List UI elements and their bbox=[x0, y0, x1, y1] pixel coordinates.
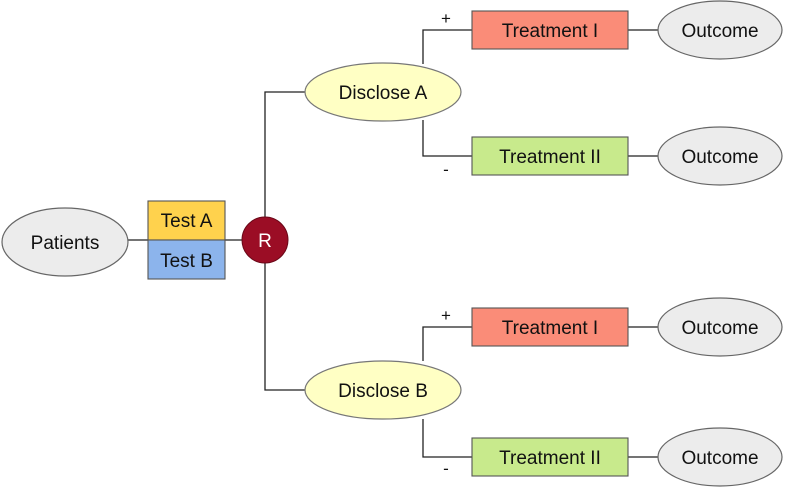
edge-disclose-a-minus bbox=[422, 120, 472, 157]
disclose-a-node: Disclose A bbox=[304, 62, 462, 122]
outcome-a-plus-node: Outcome bbox=[657, 0, 783, 60]
edge-disclose-b-plus bbox=[422, 326, 472, 361]
test-a-label: Test A bbox=[161, 211, 213, 232]
treatment-ii-a-label: Treatment II bbox=[499, 147, 601, 168]
test-b-node: Test B bbox=[147, 239, 226, 280]
treatment-i-b-node: Treatment I bbox=[471, 307, 629, 347]
treatment-i-b-label: Treatment I bbox=[502, 318, 598, 339]
outcome-a-minus-label: Outcome bbox=[681, 147, 758, 168]
patients-label: Patients bbox=[31, 233, 100, 254]
treatment-i-a-node: Treatment I bbox=[471, 10, 629, 50]
randomize-label: R bbox=[258, 231, 272, 252]
sign-a-plus: + bbox=[441, 9, 451, 28]
connectors bbox=[128, 29, 658, 458]
outcome-b-plus-node: Outcome bbox=[657, 297, 783, 357]
disclose-a-label: Disclose A bbox=[339, 83, 428, 104]
outcome-b-minus-label: Outcome bbox=[681, 448, 758, 469]
edge-r-disclose-b bbox=[264, 263, 307, 391]
test-a-node: Test A bbox=[147, 200, 226, 241]
disclose-b-label: Disclose B bbox=[338, 381, 428, 402]
outcome-b-plus-label: Outcome bbox=[681, 318, 758, 339]
disclose-b-node: Disclose B bbox=[304, 360, 462, 420]
randomize-node: R bbox=[241, 216, 289, 264]
sign-a-minus: - bbox=[443, 160, 449, 179]
edge-disclose-a-plus bbox=[422, 29, 472, 64]
edge-disclose-b-minus bbox=[422, 419, 472, 458]
treatment-ii-b-label: Treatment II bbox=[499, 448, 601, 469]
treatment-i-a-label: Treatment I bbox=[502, 21, 598, 42]
outcome-b-minus-node: Outcome bbox=[657, 427, 783, 487]
edge-r-disclose-a bbox=[264, 91, 307, 217]
outcome-a-plus-label: Outcome bbox=[681, 21, 758, 42]
sign-b-plus: + bbox=[441, 306, 451, 325]
treatment-ii-a-node: Treatment II bbox=[471, 136, 629, 176]
treatment-ii-b-node: Treatment II bbox=[471, 437, 629, 477]
outcome-a-minus-node: Outcome bbox=[657, 126, 783, 186]
patients-node: Patients bbox=[1, 207, 129, 277]
sign-b-minus: - bbox=[443, 459, 449, 478]
test-b-label: Test B bbox=[160, 251, 213, 272]
